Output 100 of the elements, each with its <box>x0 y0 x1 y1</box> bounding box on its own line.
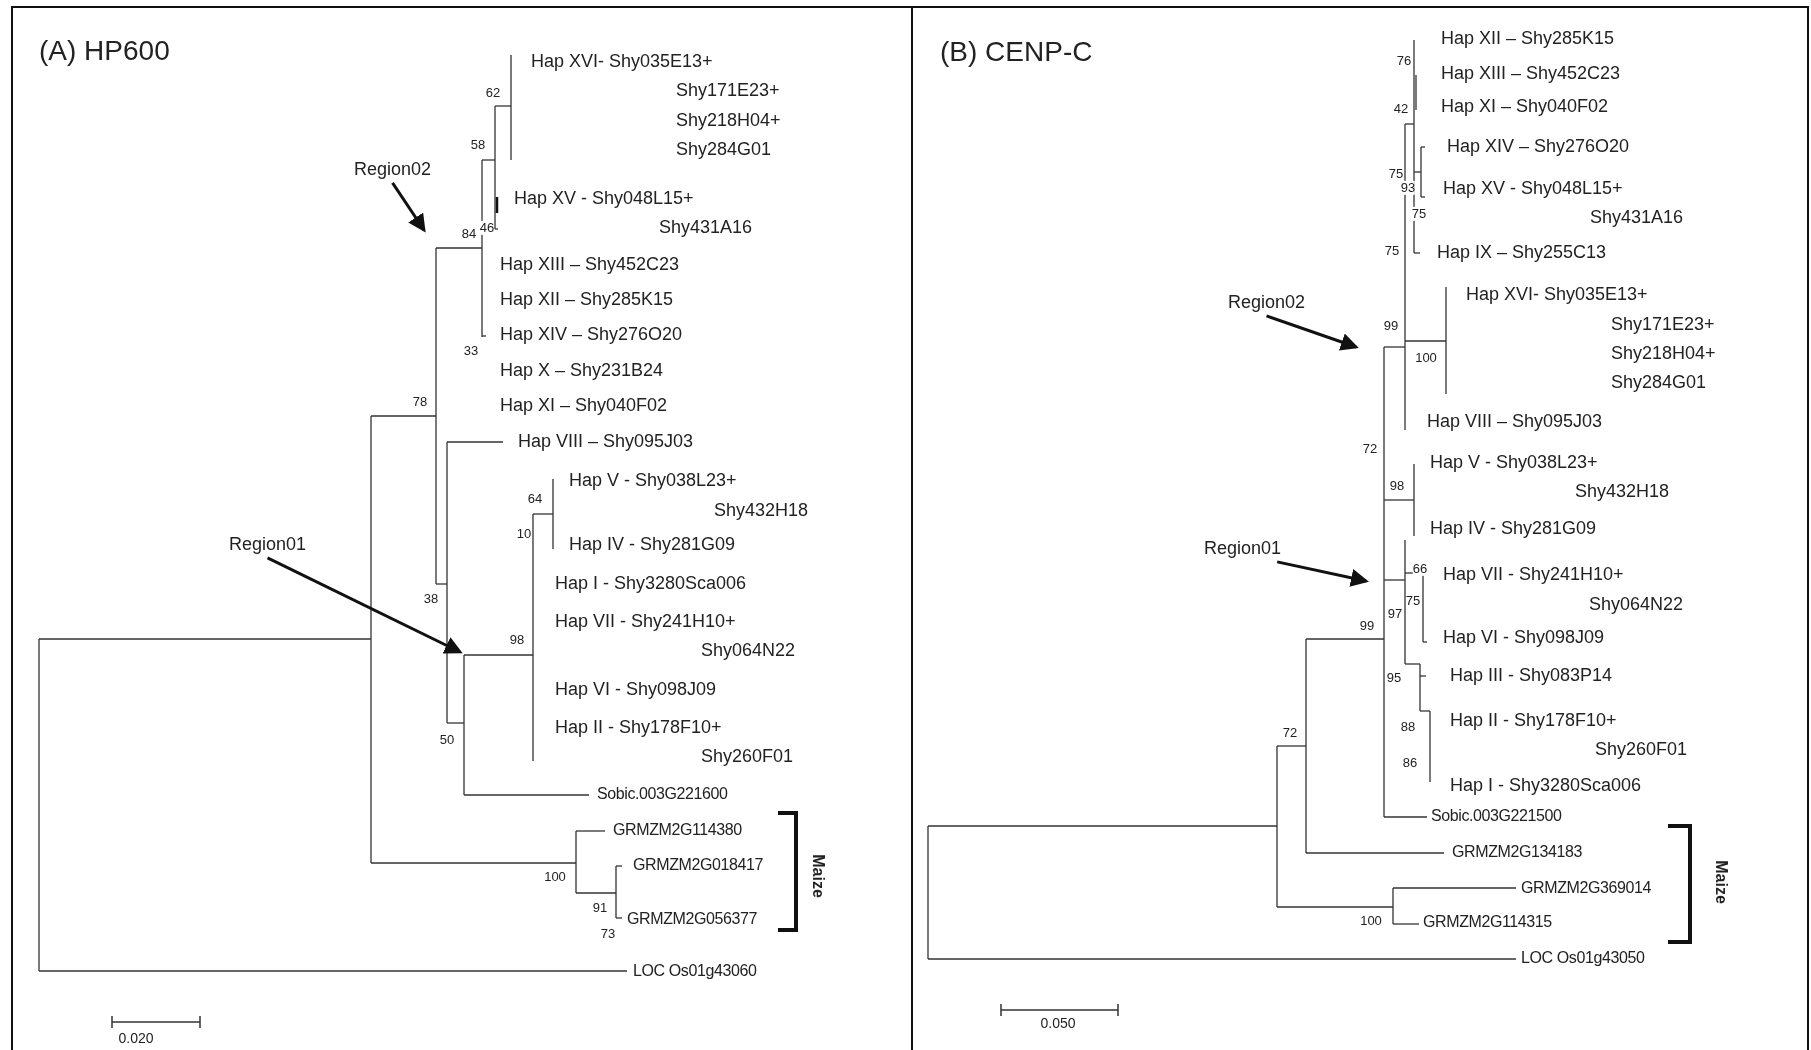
taxon-label: Hap VI - Shy098J09 <box>1443 628 1605 648</box>
bootstrap-value: 38 <box>423 591 439 607</box>
taxon-label: Hap XIII – Shy452C23 <box>500 255 680 275</box>
taxon-label: Shy171E23+ <box>676 81 780 101</box>
bootstrap-value: 84 <box>461 226 477 242</box>
taxon-label: Hap V - Shy038L23+ <box>1430 453 1598 473</box>
bootstrap-value: 99 <box>1359 618 1375 634</box>
bootstrap-value: 75 <box>1405 593 1421 609</box>
gene-label: GRMZM2G018417 <box>633 856 763 874</box>
taxon-label: Hap I - Shy3280Sca006 <box>555 574 747 594</box>
bootstrap-value: 98 <box>509 632 525 648</box>
panel-title: (A) HP600 <box>39 35 170 67</box>
taxon-label: Hap X – Shy231B24 <box>500 361 664 381</box>
bootstrap-value: 50 <box>439 732 455 748</box>
taxon-label: Hap XV - Shy048L15+ <box>514 189 694 209</box>
taxon-label: Shy431A16 <box>659 218 753 238</box>
taxon-label: Shy064N22 <box>701 641 796 661</box>
region-label: Region02 <box>1228 293 1306 313</box>
taxon-label: Hap VIII – Shy095J03 <box>518 432 694 452</box>
bootstrap-value: 10 <box>516 526 532 542</box>
gene-label: GRMZM2G134183 <box>1452 843 1582 861</box>
bootstrap-value: 91 <box>592 900 608 916</box>
taxon-label: Hap III - Shy083P14 <box>1450 666 1613 686</box>
taxon-label: Shy260F01 <box>701 747 794 767</box>
taxon-label: Hap XIV – Shy276O20 <box>500 325 683 345</box>
bootstrap-value: 100 <box>544 869 566 885</box>
taxon-label: Hap XII – Shy285K15 <box>500 290 674 310</box>
taxon-label: Shy432H18 <box>1575 482 1670 502</box>
taxon-label: Hap II - Shy178F10+ <box>1450 711 1617 731</box>
taxon-label: Hap IX – Shy255C13 <box>1437 243 1607 263</box>
taxon-label: Shy218H04+ <box>676 111 781 131</box>
taxon-label: Hap XIV – Shy276O20 <box>1447 137 1630 157</box>
bootstrap-value: 72 <box>1362 441 1378 457</box>
panel-title: (B) CENP-C <box>940 36 1093 68</box>
group-label: Maize <box>1712 860 1730 904</box>
taxon-label: Hap VIII – Shy095J03 <box>1427 412 1603 432</box>
gene-label: GRMZM2G369014 <box>1521 879 1651 897</box>
bootstrap-value: 99 <box>1383 318 1399 334</box>
bootstrap-value: 72 <box>1282 725 1298 741</box>
arrow <box>1276 560 1369 587</box>
bootstrap-value: 75 <box>1411 206 1427 222</box>
gene-label: GRMZM2G056377 <box>627 910 757 928</box>
bootstrap-value: 100 <box>1415 350 1437 366</box>
taxon-label: Shy284G01 <box>1611 373 1707 393</box>
taxon-label: Hap IV - Shy281G09 <box>1430 519 1597 539</box>
bootstrap-value: 46 <box>479 220 495 236</box>
taxon-label: Hap V - Shy038L23+ <box>569 471 737 491</box>
taxon-label: Hap XIII – Shy452C23 <box>1441 64 1621 84</box>
region-label: Region01 <box>1204 539 1282 559</box>
taxon-label: Hap VII - Shy241H10+ <box>1443 565 1624 585</box>
bootstrap-value: 33 <box>463 343 479 359</box>
taxon-label: Hap I - Shy3280Sca006 <box>1450 776 1642 796</box>
gene-label: GRMZM2G114315 <box>1423 913 1552 931</box>
taxon-label: Hap XII – Shy285K15 <box>1441 29 1615 49</box>
taxon-label: Hap XV - Shy048L15+ <box>1443 179 1623 199</box>
bootstrap-value: 58 <box>470 137 486 153</box>
arrow <box>266 556 463 654</box>
taxon-label: Hap XVI- Shy035E13+ <box>531 52 713 72</box>
region-label: Region01 <box>229 535 307 555</box>
taxon-label: Hap II - Shy178F10+ <box>555 718 722 738</box>
taxon-label: Hap VI - Shy098J09 <box>555 680 717 700</box>
taxon-label: Hap XI – Shy040F02 <box>500 396 668 416</box>
gene-label: Sobic.003G221600 <box>597 785 728 803</box>
bootstrap-value: 75 <box>1384 243 1400 259</box>
bootstrap-value: 64 <box>527 491 543 507</box>
gene-label: GRMZM2G114380 <box>613 821 742 839</box>
scale-value: 0.020 <box>118 1031 154 1047</box>
scale-value: 0.050 <box>1040 1016 1076 1032</box>
gene-label: Sobic.003G221500 <box>1431 807 1562 825</box>
taxon-label: Shy432H18 <box>714 501 809 521</box>
bootstrap-value: 98 <box>1389 478 1405 494</box>
bootstrap-value: 93 <box>1400 180 1416 196</box>
gene-label: LOC Os01g43050 <box>1521 949 1645 967</box>
bootstrap-value: 73 <box>600 926 616 942</box>
bootstrap-value: 95 <box>1386 670 1402 686</box>
bootstrap-value: 66 <box>1412 561 1428 577</box>
gene-label: LOC Os01g43060 <box>633 962 757 980</box>
bootstrap-value: 75 <box>1388 166 1404 182</box>
arrow <box>1266 314 1359 351</box>
bootstrap-value: 76 <box>1396 53 1412 69</box>
taxon-label: Shy431A16 <box>1590 208 1684 228</box>
taxon-label: Hap IV - Shy281G09 <box>569 535 736 555</box>
bootstrap-value: 42 <box>1393 101 1409 117</box>
bootstrap-value: 97 <box>1387 606 1403 622</box>
group-label: Maize <box>809 854 827 898</box>
taxon-label: Shy260F01 <box>1595 740 1688 760</box>
bootstrap-value: 86 <box>1402 755 1418 771</box>
bootstrap-value: 100 <box>1360 913 1382 929</box>
bootstrap-value: 62 <box>485 85 501 101</box>
taxon-label: Shy284G01 <box>676 140 772 160</box>
arrow <box>391 182 426 233</box>
bootstrap-value: 88 <box>1400 719 1416 735</box>
taxon-label: Shy171E23+ <box>1611 315 1715 335</box>
taxon-label: Hap VII - Shy241H10+ <box>555 612 736 632</box>
region-label: Region02 <box>354 160 432 180</box>
taxon-label: Shy064N22 <box>1589 595 1684 615</box>
bootstrap-value: 78 <box>412 394 428 410</box>
taxon-label: Shy218H04+ <box>1611 344 1716 364</box>
taxon-label: Hap XVI- Shy035E13+ <box>1466 285 1648 305</box>
taxon-label: Hap XI – Shy040F02 <box>1441 97 1609 117</box>
